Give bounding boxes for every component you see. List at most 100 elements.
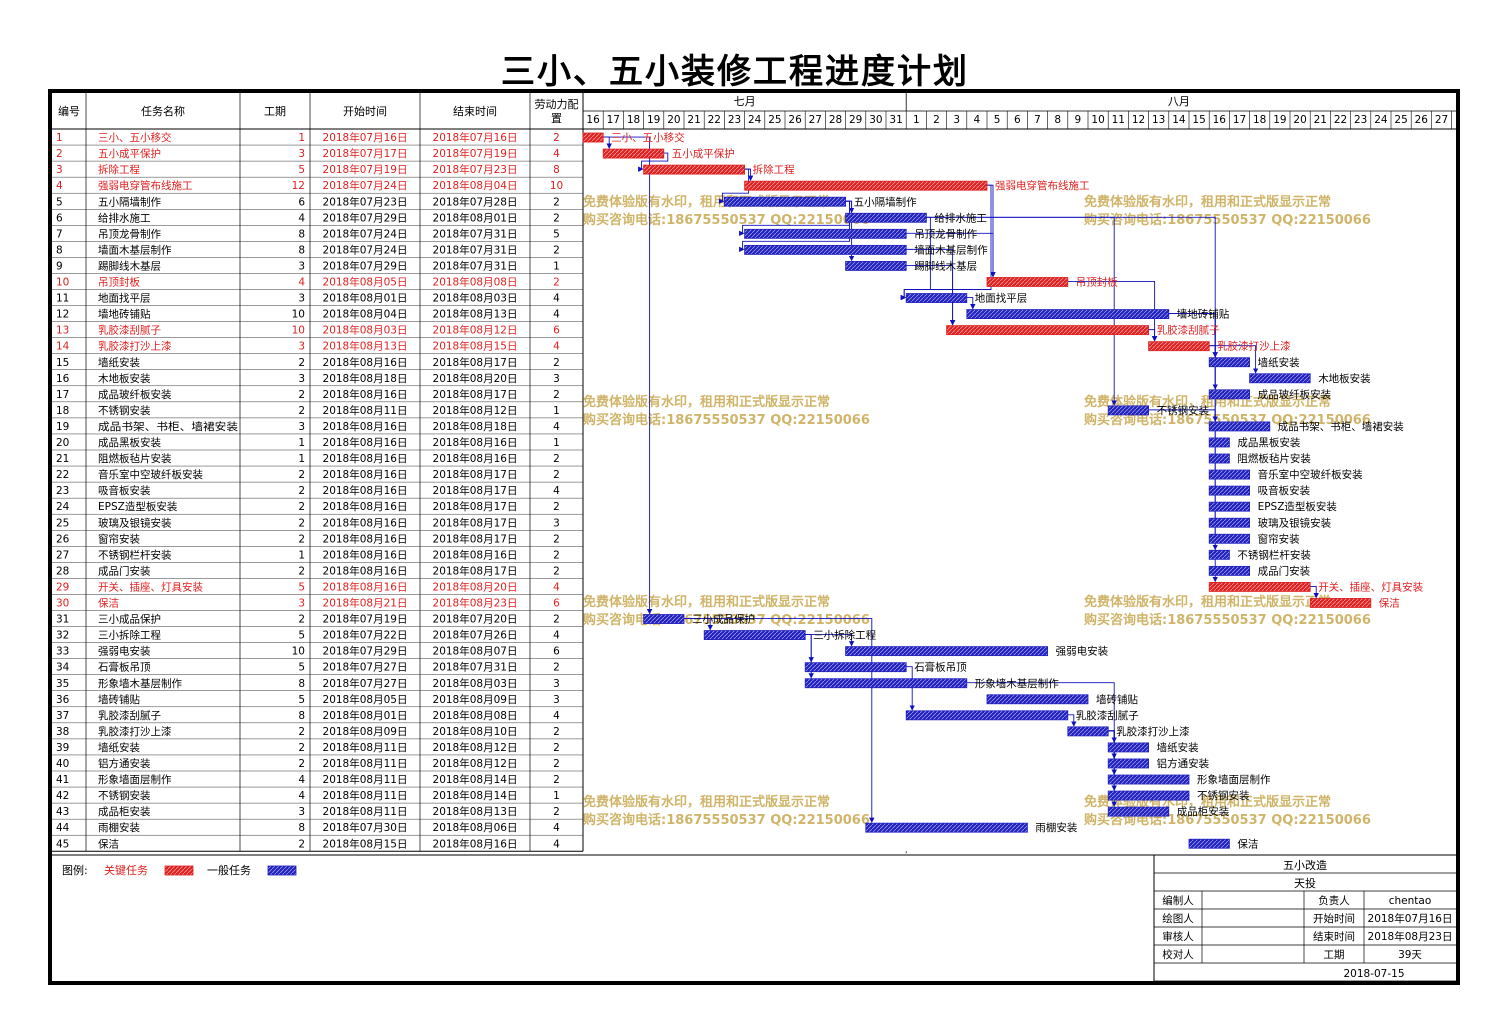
cell-end: 2018年08月14日 [433,789,518,802]
cell-id: 26 [56,533,70,545]
cell-id: 4 [56,180,63,192]
cell-end: 2018年08月15日 [433,340,518,353]
day-label: 5 [994,114,1001,126]
info-cell: 39天 [1398,949,1422,961]
cell-start: 2018年08月13日 [323,340,408,353]
cell-dur: 10 [292,325,305,337]
cell-end: 2018年08月17日 [433,484,518,497]
cell-id: 13 [56,325,69,337]
cell-name: 地面找平层 [98,292,151,305]
cell-dur: 8 [298,228,305,240]
cell-start: 2018年08月16日 [323,356,408,369]
cell-end: 2018年08月18日 [433,420,518,433]
cell-name: 拆除工程 [98,163,140,176]
header-dur: 工期 [264,105,286,118]
page-title: 三小、五小装修工程进度计划 [501,52,969,92]
cell-dur: 2 [298,742,305,754]
month-label: 七月 [734,95,756,108]
cell-end: 2018年08月08日 [433,709,518,722]
cell-id: 19 [56,421,69,433]
day-label: 27 [809,114,822,126]
cell-end: 2018年08月23日 [433,597,518,610]
cell-id: 20 [56,437,69,449]
cell-dur: 2 [298,614,305,626]
task-bar [845,260,907,271]
task-bar [1208,581,1311,592]
cell-labor: 2 [553,469,560,481]
cell-id: 37 [56,710,69,722]
day-label: 23 [1354,114,1367,126]
info-cell: 结束时间 [1313,930,1355,943]
cell-labor: 4 [553,421,560,433]
cell-name: 开关、插座、灯具安装 [98,580,203,593]
cell-labor: 2 [553,662,560,674]
cell-labor: 5 [553,228,560,240]
day-label: 18 [1253,114,1266,126]
day-label: 14 [1172,114,1186,126]
cell-end: 2018年07月16日 [433,131,518,144]
task-bar-label: 阻燃板毡片安装 [1237,452,1311,465]
day-label: 13 [1152,114,1165,126]
cell-id: 44 [56,822,70,834]
cell-end: 2018年08月17日 [433,516,518,529]
cell-labor: 2 [553,196,560,208]
cell-dur: 3 [298,148,305,160]
task-bar [1188,838,1230,849]
cell-dur: 4 [298,790,305,802]
cell-dur: 3 [298,598,305,610]
task-bar [703,630,806,640]
cell-start: 2018年08月01日 [323,292,408,305]
day-label: 8 [1054,114,1061,126]
cell-start: 2018年08月16日 [323,388,408,401]
task-bar [1208,437,1230,448]
cell-id: 10 [56,277,69,289]
info-cell: 负责人 [1318,894,1350,907]
cell-labor: 2 [553,806,560,818]
dependency-link [1209,345,1259,374]
cell-end: 2018年08月13日 [433,805,518,818]
watermark-line-2: 购买咨询电话:18675550537 QQ:22150066 [1084,612,1371,628]
cell-name: 不锈钢安装 [98,404,151,417]
cell-labor: 2 [553,774,560,786]
dependency-link [603,136,612,149]
cell-labor: 4 [553,293,560,305]
day-label: 20 [1293,114,1306,126]
cell-labor: 4 [553,838,560,850]
task-bar [1107,790,1190,801]
day-label: 7 [1034,114,1041,126]
task-bar-label: 墙面木基层制作 [914,243,988,256]
cell-dur: 2 [298,758,305,770]
cell-id: 29 [56,581,69,593]
cell-end: 2018年07月31日 [433,243,518,256]
watermark-line-1: 免费体验版有水印，租用和正式版显示正常 [1084,194,1331,210]
cell-dur: 3 [298,373,305,385]
cell-labor: 4 [553,581,560,593]
task-bar-label: 成品书架、书柜、墙裙安装 [1278,420,1404,433]
cell-id: 36 [56,694,70,706]
cell-dur: 4 [298,774,305,786]
cell-dur: 2 [298,389,305,401]
cell-start: 2018年08月16日 [323,468,408,481]
cell-labor: 2 [553,244,560,256]
day-label: 17 [607,114,620,126]
cell-end: 2018年07月31日 [433,661,518,674]
cell-labor: 4 [553,341,560,353]
task-bar-label: 给排水施工 [934,211,987,224]
info-cell: chentao [1389,895,1432,907]
dependency-link [906,666,915,711]
cell-end: 2018年08月12日 [433,404,518,417]
dependency-link [900,184,992,301]
cell-end: 2018年08月17日 [433,388,518,401]
task-bar [986,694,1089,705]
header-labor: 劳动力配 [535,98,579,111]
dependency-link [805,634,855,647]
cell-start: 2018年08月16日 [323,564,408,577]
cell-dur: 1 [298,132,305,144]
cell-name: 墙砖铺贴 [98,693,140,706]
cell-start: 2018年08月16日 [323,532,408,545]
cell-id: 30 [56,598,69,610]
cell-end: 2018年08月20日 [433,372,518,385]
day-label: 27 [1435,114,1448,126]
